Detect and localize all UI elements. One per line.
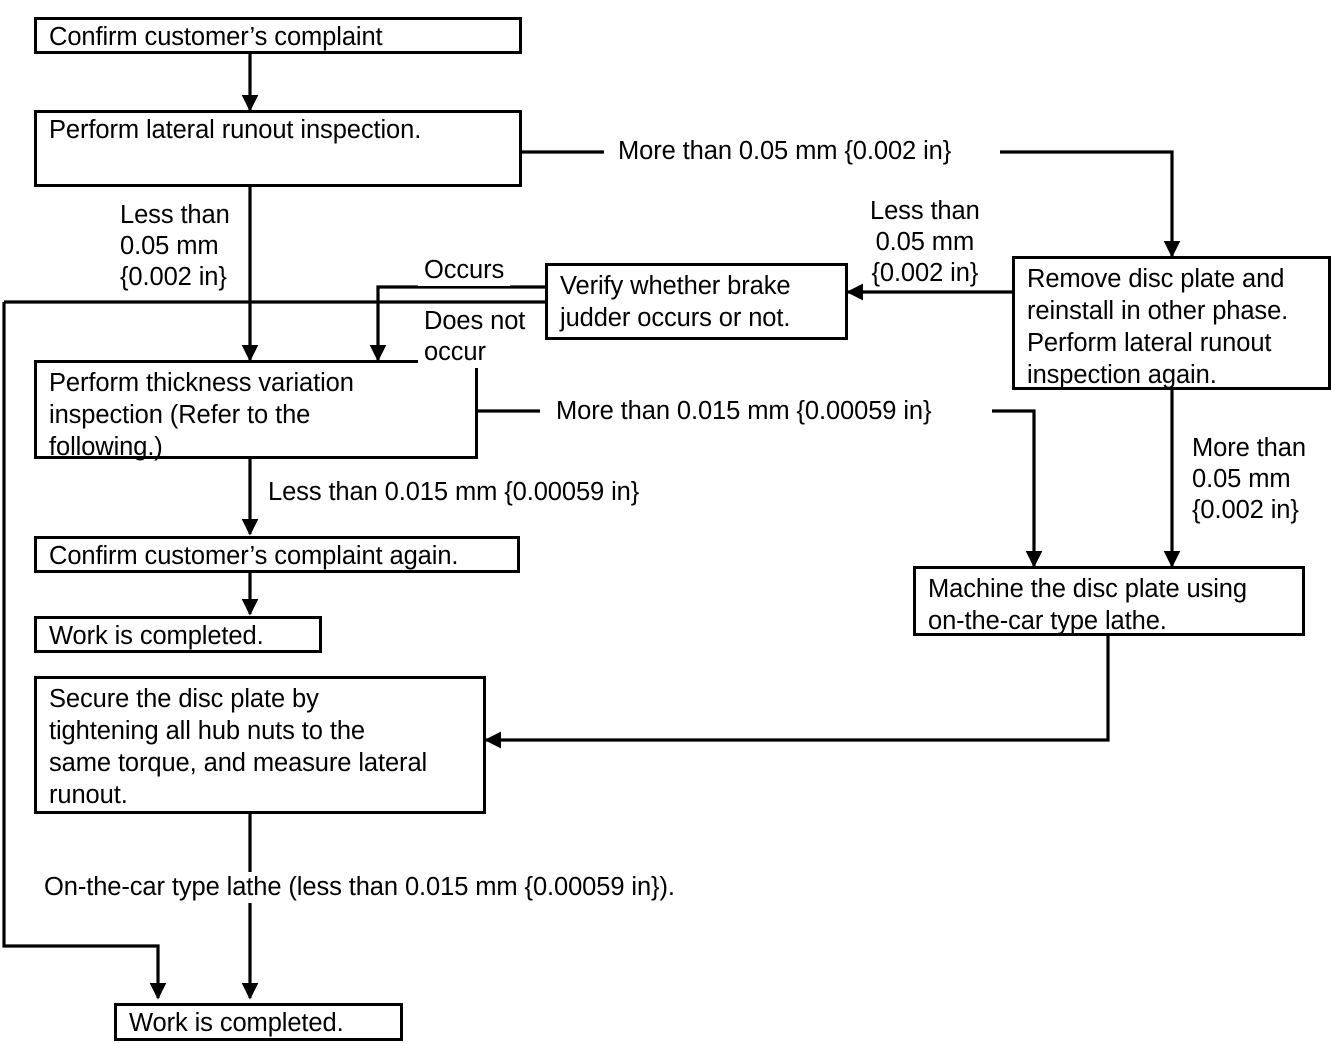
edge-label-more-than-005-right: More than 0.05 mm {0.002 in} bbox=[1188, 433, 1310, 527]
edge-label-occurs: Occurs bbox=[418, 255, 511, 287]
edge-label-more-than-0015: More than 0.015 mm {0.00059 in} bbox=[548, 396, 940, 428]
node-confirm-complaint-again[interactable]: Confirm customer’s complaint again. bbox=[34, 536, 520, 573]
edge-machine-to-secure bbox=[484, 636, 1110, 749]
node-confirm-complaint[interactable]: Confirm customer’s complaint bbox=[34, 17, 522, 54]
node-remove-disc-plate[interactable]: Remove disc plate and reinstall in other… bbox=[1012, 256, 1331, 390]
node-work-completed-upper[interactable]: Work is completed. bbox=[34, 616, 322, 653]
node-secure-disc-plate[interactable]: Secure the disc plate by tightening all … bbox=[34, 676, 486, 814]
edge-label-lathe-note: On-the-car type lathe (less than 0.015 m… bbox=[40, 872, 679, 904]
node-work-completed-lower[interactable]: Work is completed. bbox=[114, 1003, 403, 1041]
node-verify-judder[interactable]: Verify whether brake judder occurs or no… bbox=[545, 263, 848, 340]
node-machine-disc-plate[interactable]: Machine the disc plate using on-the-car … bbox=[913, 566, 1305, 636]
edge-label-does-not-occur: Does not occur bbox=[418, 306, 532, 369]
edge-label-less-than-005-right: Less than 0.05 mm {0.002 in} bbox=[866, 196, 984, 290]
node-lateral-runout-inspection[interactable]: Perform lateral runout inspection. bbox=[34, 110, 522, 187]
node-thickness-variation-inspection[interactable]: Perform thickness variation inspection (… bbox=[34, 360, 478, 461]
edge-more005-to-remove bbox=[1000, 150, 1181, 258]
edge-label-less-than-0015: Less than 0.015 mm {0.00059 in} bbox=[264, 477, 644, 509]
edge-label-less-than-005-left: Less than 0.05 mm {0.002 in} bbox=[116, 200, 234, 294]
edge-label-more-than-005-top: More than 0.05 mm {0.002 in} bbox=[610, 136, 960, 168]
edge-more0015-to-machine bbox=[992, 409, 1043, 568]
